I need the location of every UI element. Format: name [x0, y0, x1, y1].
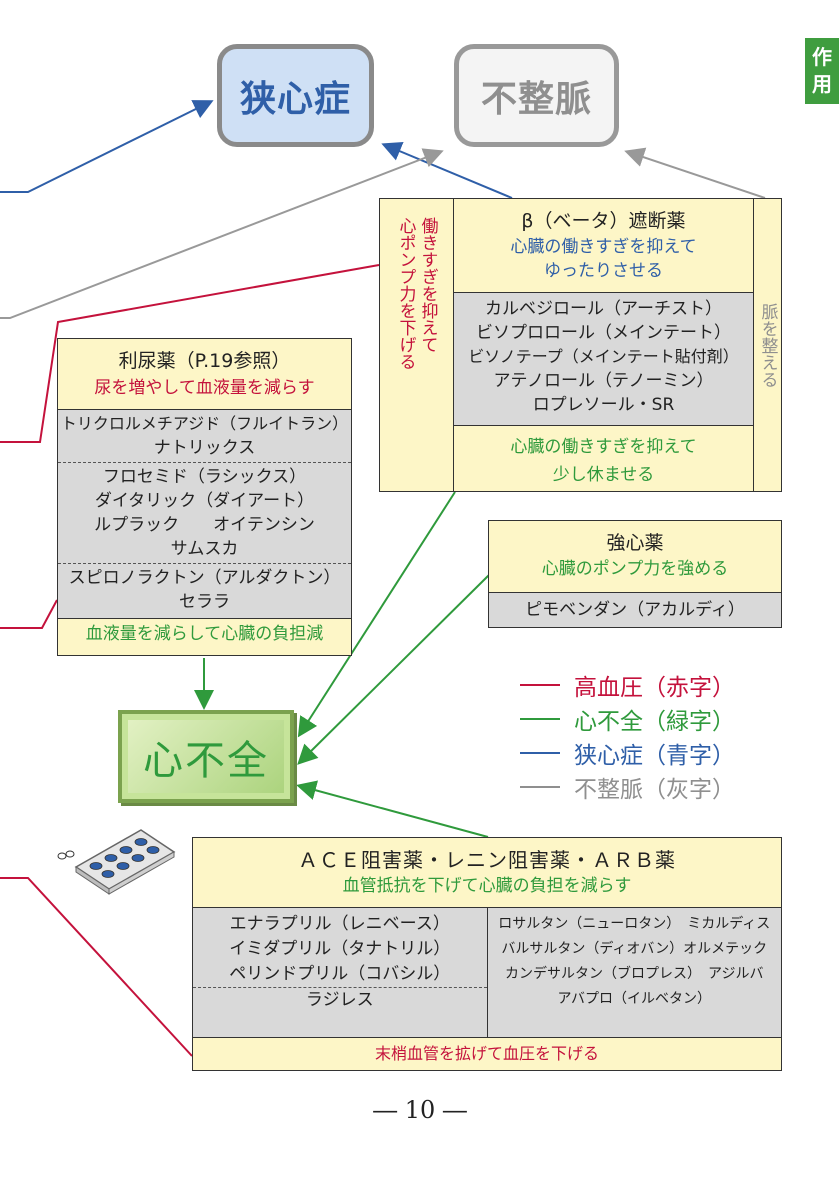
- ace-right-drug-4: アバプロ（イルベタン）: [557, 991, 711, 1007]
- hypertension-line-1: [0, 264, 380, 443]
- hf-line-beta: [297, 491, 456, 738]
- legend-swatch: [520, 718, 560, 720]
- beta-sub-2: ゆったりさせる: [544, 261, 663, 281]
- beta-drug-2: ビソプロロール（メインテート）: [476, 323, 731, 343]
- inotrope-sub: 心臓のポンプ力を強める: [541, 559, 729, 579]
- diuretic-drug-6: サムスカ: [170, 539, 239, 559]
- hf-line-inotrope: [297, 573, 491, 765]
- beta-blocker-box: 心ポンプ力を下げる 働きすぎを抑えて β（ベータ）遮断薬 心臓の働きすぎを抑えて…: [379, 198, 782, 492]
- beta-right-text: 脈を整える: [757, 302, 778, 388]
- tab-char-2: 用: [812, 72, 832, 96]
- ace-left-drug-1: エナラプリル（レニベース）: [229, 914, 450, 934]
- beta-drug-3: ビソノテープ（メインテート貼付剤）: [468, 347, 739, 366]
- ace-arb-box: ＡＣＥ阻害薬・レニン阻害薬・ＡＲＢ薬 血管抵抗を下げて心臓の負担を減らす エナラ…: [192, 837, 782, 1071]
- ace-right-drug-1: ロサルタン（ニューロタン） ミカルディス: [498, 916, 771, 932]
- legend: 高血圧（赤字） 心不全（緑字） 狭心症（青字） 不整脈（灰字）: [520, 668, 780, 804]
- diuretic-sub: 尿を増やして血液量を減らす: [94, 378, 315, 398]
- heart-failure-node: 心不全: [118, 710, 294, 803]
- legend-label: 心不全（緑字）: [574, 709, 735, 735]
- tab-char-1: 作: [812, 45, 832, 69]
- beta-right-column: 脈を整える: [753, 199, 781, 491]
- ace-right-drug-3: カンデサルタン（ブロプレス） アジルバ: [505, 966, 764, 982]
- hypertension-line-3: [0, 877, 193, 1057]
- beta-sub-1: 心臓の働きすぎを抑えて: [510, 237, 697, 257]
- ace-right-drug-2: バルサルタン（ディオバン）オルメテック: [501, 941, 768, 957]
- beta-drug-1: カルベジロール（アーチスト）: [485, 299, 722, 319]
- hypertension-line-2: [0, 599, 58, 629]
- diuretic-drug-8: セララ: [179, 592, 230, 612]
- legend-swatch: [520, 786, 560, 788]
- ace-left-drug-2: イミダプリル（タナトリル）: [229, 939, 451, 959]
- legend-swatch: [520, 684, 560, 686]
- ace-foot: 末梢血管を拡げて血圧を下げる: [374, 1044, 599, 1063]
- beta-left-text-2: 心ポンプ力を下げる: [395, 217, 416, 370]
- inotrope-drug: ピモベンダン（アカルディ）: [525, 600, 745, 620]
- beta-drug-4: アテノロール（テノーミン）: [493, 371, 714, 391]
- legend-label: 不整脈（灰字）: [574, 777, 735, 803]
- legend-swatch: [520, 752, 560, 754]
- ace-title: ＡＣＥ阻害薬・レニン阻害薬・ＡＲＢ薬: [298, 848, 676, 872]
- diuretic-foot: 血液量を減らして心臓の負担減: [85, 624, 324, 644]
- pill-blister-icon: [57, 829, 176, 895]
- angina-node: 狭心症: [217, 44, 374, 147]
- diuretic-drug-1: トリクロルメチアジド（フルイトラン）: [60, 414, 349, 433]
- arrhythmia-line-left: [0, 148, 444, 319]
- diuretic-box: 利尿薬（P.19参照） 尿を増やして血液量を減らす トリクロルメチアジド（フルイ…: [57, 338, 352, 656]
- diuretic-drug-4: ダイタリック（ダイアート）: [94, 491, 315, 511]
- beta-left-text-1: 働きすぎを抑えて: [417, 217, 438, 353]
- beta-title: β（ベータ）遮断薬: [521, 210, 686, 232]
- diuretic-drug-3: フロセミド（ラシックス）: [102, 467, 307, 487]
- diuretic-drug-2: ナトリックス: [153, 438, 256, 458]
- arrhythmia-node: 不整脈: [454, 44, 619, 147]
- arrhythmia-line-beta: [624, 147, 766, 199]
- diuretic-drug-7: スピロノラクトン（アルダクトン）: [68, 568, 341, 588]
- ace-left-drug-4: ラジレス: [305, 990, 374, 1010]
- angina-line-beta: [381, 141, 513, 199]
- ace-sub: 血管抵抗を下げて心臓の負担を減らす: [342, 876, 632, 896]
- inotrope-title: 強心薬: [606, 532, 664, 554]
- legend-item-arrhythmia: 不整脈（灰字）: [520, 770, 780, 804]
- beta-foot-1: 心臓の働きすぎを抑えて: [510, 437, 697, 457]
- angina-line-left: [0, 100, 214, 193]
- legend-label: 高血圧（赤字）: [574, 675, 735, 701]
- beta-left-column: 心ポンプ力を下げる 働きすぎを抑えて: [380, 199, 454, 491]
- page-number: ― 10 ―: [373, 1096, 467, 1124]
- diuretic-drug-5: ルプラック オイテンシン: [94, 515, 315, 535]
- beta-foot-2: 少し休ませる: [552, 465, 655, 485]
- beta-main-column: β（ベータ）遮断薬 心臓の働きすぎを抑えて ゆったりさせる カルベジロール（アー…: [454, 199, 753, 491]
- legend-label: 狭心症（青字）: [574, 743, 735, 769]
- ace-left-drug-3: ペリンドプリル（コバシル）: [193, 962, 487, 988]
- legend-item-heart-failure: 心不全（緑字）: [520, 702, 780, 736]
- section-tab-action: 作 用: [805, 38, 839, 104]
- beta-drug-5: ロプレソール・SR: [532, 395, 675, 415]
- inotrope-box: 強心薬 心臓のポンプ力を強める ピモベンダン（アカルディ）: [488, 520, 782, 628]
- legend-item-hypertension: 高血圧（赤字）: [520, 668, 780, 702]
- diuretic-title: 利尿薬（P.19参照）: [118, 350, 291, 372]
- hf-line-ace: [296, 780, 489, 838]
- legend-item-angina: 狭心症（青字）: [520, 736, 780, 770]
